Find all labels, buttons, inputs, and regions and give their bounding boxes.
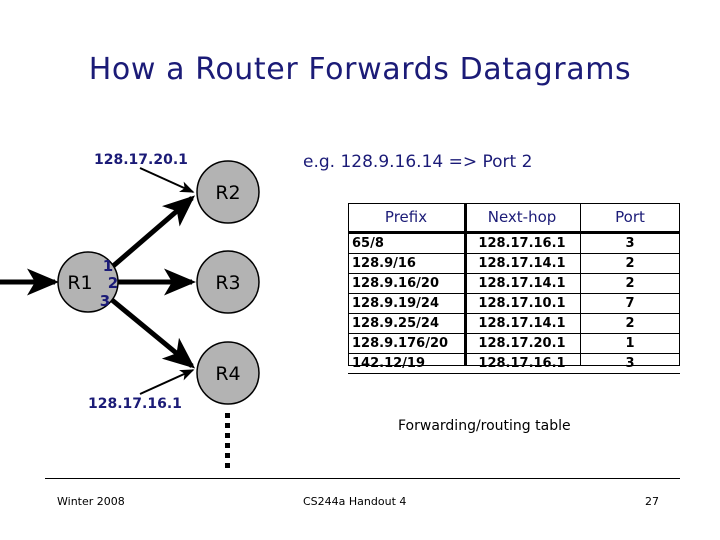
forwarding-table: Prefix Next-hop Port 65/8 128.17.16.1 3 … <box>348 203 680 374</box>
cell-next-hop: 128.17.14.1 <box>464 273 580 294</box>
table-outer-border <box>348 203 680 366</box>
table-row: 128.9.176/20 128.17.20.1 1 <box>348 333 680 354</box>
footer-divider <box>45 478 680 479</box>
table-row: 142.12/19 128.17.16.1 3 <box>348 353 680 374</box>
table-row: 128.9.16/20 128.17.14.1 2 <box>348 273 680 294</box>
table-column-divider-1 <box>464 203 467 366</box>
router-node-r1[interactable] <box>57 251 119 313</box>
cell-port: 3 <box>580 232 680 254</box>
table-caption: Forwarding/routing table <box>398 418 571 434</box>
example-lookup-text: e.g. 128.9.16.14 => Port 2 <box>303 152 533 172</box>
router-node-r2[interactable] <box>196 160 260 224</box>
port-number-1: 1 <box>103 257 113 275</box>
continuation-dots-icon <box>225 413 230 448</box>
cell-next-hop: 128.17.20.1 <box>464 333 580 354</box>
router-label-r3: R3 <box>215 272 240 294</box>
cell-next-hop: 128.17.16.1 <box>464 232 580 254</box>
router-label-r2: R2 <box>215 182 240 204</box>
table-column-divider-2 <box>580 203 581 366</box>
pointer-ip-bottom-to-r4 <box>139 369 195 395</box>
footer-course: CS244a Handout 4 <box>303 495 407 508</box>
table-row: 128.9.25/24 128.17.14.1 2 <box>348 313 680 334</box>
cell-next-hop: 128.17.10.1 <box>464 293 580 314</box>
column-header-next-hop: Next-hop <box>464 203 580 234</box>
cell-port: 7 <box>580 293 680 314</box>
table-border-overlay <box>348 203 680 366</box>
cell-prefix: 128.9.16/20 <box>348 273 464 294</box>
footer-term: Winter 2008 <box>57 495 125 508</box>
network-diagram: R1 1 2 3 R2 R3 R4 <box>0 130 360 450</box>
ip-label-128-17-16-1: 128.17.16.1 <box>88 396 182 412</box>
table-row: 128.9/16 128.17.14.1 2 <box>348 253 680 274</box>
cell-port: 2 <box>580 313 680 334</box>
table-row: 65/8 128.17.16.1 3 <box>348 232 680 254</box>
column-header-port: Port <box>580 203 680 234</box>
pointer-ip-top-to-r2 <box>139 167 195 193</box>
cell-port: 3 <box>580 353 680 374</box>
link-r1-to-r2 <box>110 195 196 269</box>
network-diagram-svg: R1 1 2 3 R2 R3 R4 <box>0 160 260 448</box>
cell-next-hop: 128.17.14.1 <box>464 253 580 274</box>
cell-port: 2 <box>580 253 680 274</box>
cell-prefix: 142.12/19 <box>348 353 464 374</box>
cell-prefix: 128.9.25/24 <box>348 313 464 334</box>
cell-prefix: 65/8 <box>348 232 464 254</box>
router-label-r1: R1 <box>67 272 92 294</box>
router-node-r3[interactable] <box>196 250 260 314</box>
port-number-3: 3 <box>100 292 110 310</box>
table-header-row: Prefix Next-hop Port <box>348 203 680 234</box>
cell-next-hop: 128.17.16.1 <box>464 353 580 374</box>
column-header-prefix: Prefix <box>348 203 464 234</box>
port-number-2: 2 <box>108 274 118 292</box>
link-r1-to-r4 <box>110 298 196 369</box>
router-label-r4: R4 <box>215 363 240 385</box>
router-node-r4[interactable] <box>196 341 260 405</box>
cell-prefix: 128.9/16 <box>348 253 464 274</box>
ip-label-128-17-20-1: 128.17.20.1 <box>94 152 188 168</box>
cell-port: 1 <box>580 333 680 354</box>
table-row: 128.9.19/24 128.17.10.1 7 <box>348 293 680 314</box>
cell-prefix: 128.9.19/24 <box>348 293 464 314</box>
cell-next-hop: 128.17.14.1 <box>464 313 580 334</box>
cell-port: 2 <box>580 273 680 294</box>
page-title: How a Router Forwards Datagrams <box>88 52 632 87</box>
cell-prefix: 128.9.176/20 <box>348 333 464 354</box>
footer-page-number: 27 <box>645 495 659 508</box>
